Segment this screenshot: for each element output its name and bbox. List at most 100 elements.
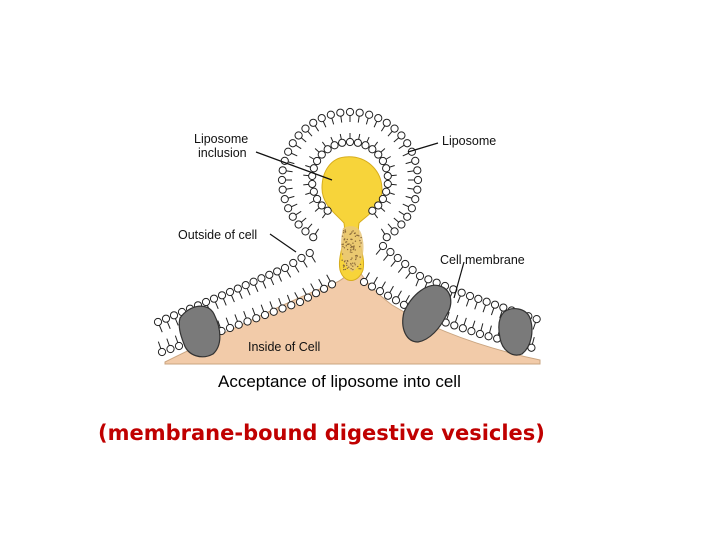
phospholipid-head <box>260 310 270 320</box>
phospholipid-head <box>413 175 423 185</box>
speckle <box>341 243 343 246</box>
phospholipid-head <box>243 317 252 326</box>
speckle <box>345 245 348 247</box>
slide-subcaption: (membrane-bound digestive vesicles) <box>98 421 545 445</box>
phospholipid-head <box>365 110 374 119</box>
speckle <box>346 248 349 251</box>
phospholipid-head <box>424 275 433 284</box>
phospholipid-head <box>303 293 313 302</box>
fusion-pore <box>341 226 364 272</box>
speckle <box>347 243 350 245</box>
phospholipid-head <box>393 253 402 263</box>
speckle <box>346 264 348 267</box>
speckle <box>353 246 355 249</box>
speckle <box>346 238 348 241</box>
phospholipid-head <box>225 287 235 297</box>
phospholipid-head <box>490 300 500 309</box>
phospholipid-head <box>284 147 293 156</box>
phospholipid-head <box>475 329 485 339</box>
phospholipid-head <box>323 145 332 154</box>
phospholipid-head <box>413 166 422 175</box>
phospholipid-head <box>309 233 318 242</box>
diagram-caption: Acceptance of liposome into cell <box>218 372 461 391</box>
phospholipid-head <box>309 118 318 127</box>
phospholipid-head <box>297 253 306 263</box>
phospholipid-head <box>169 311 179 320</box>
phospholipid-head <box>252 314 261 323</box>
speckle <box>341 253 344 255</box>
speckle <box>352 268 354 271</box>
phospholipid-head <box>345 107 355 117</box>
phospholipid-head <box>330 141 339 150</box>
phospholipid-head <box>174 341 184 351</box>
label-liposome-inclusion: Liposome inclusion <box>194 132 252 160</box>
membrane-proteins <box>178 284 533 358</box>
phospholipid-head <box>465 291 475 301</box>
phospholipid-head <box>280 263 290 273</box>
speckle <box>346 243 349 246</box>
phospholipid-head <box>397 131 406 140</box>
leader-line-cell-membrane <box>453 261 465 299</box>
phospholipid-head <box>383 291 393 300</box>
phospholipid-head <box>382 118 391 127</box>
phospholipid-head <box>403 139 412 148</box>
liposome-inclusion-content <box>321 156 383 281</box>
phospholipid-head <box>287 301 296 310</box>
phospholipid-head <box>390 124 399 133</box>
speckle <box>355 254 358 257</box>
phospholipid-head <box>201 297 211 307</box>
phospholipid-head <box>269 307 278 316</box>
speckle <box>350 249 352 251</box>
phospholipid-head <box>407 204 416 213</box>
speckle <box>342 245 344 248</box>
speckle <box>352 242 354 244</box>
phospholipid-head <box>415 271 425 281</box>
phospholipid-head <box>383 179 392 189</box>
speckle <box>359 263 362 266</box>
phospholipid-head <box>336 108 345 117</box>
speckle <box>351 231 353 233</box>
speckle <box>345 262 348 264</box>
phospholipid-head <box>225 323 235 333</box>
speckle <box>354 262 356 264</box>
speckle <box>350 244 352 246</box>
label-liposome: Liposome <box>442 134 496 148</box>
speckle <box>342 243 344 245</box>
phospholipid-head <box>280 195 289 204</box>
phospholipid-head <box>161 314 171 323</box>
phospholipid-head <box>308 179 317 189</box>
speckle <box>359 245 361 248</box>
leader-lines <box>255 142 465 299</box>
phospholipid-head <box>319 284 329 293</box>
phospholipid-head <box>386 247 395 257</box>
phospholipid-head <box>301 124 310 133</box>
phospholipid-head <box>413 185 422 194</box>
speckle <box>352 230 354 232</box>
phospholipid-head <box>368 145 377 154</box>
phospholipid-head <box>305 248 314 258</box>
phospholipid-head <box>345 137 355 147</box>
phospholipid-head <box>234 320 243 329</box>
speckle <box>346 259 349 262</box>
phospholipid-head <box>484 332 493 341</box>
phospholipid-head <box>294 220 303 229</box>
speckle <box>357 234 359 237</box>
phospholipid-head <box>391 296 401 305</box>
speckle <box>341 235 344 237</box>
phospholipid-head <box>309 164 318 173</box>
speckle <box>355 258 357 261</box>
leader-line-liposome-inclusion <box>255 151 333 181</box>
speckle <box>359 256 361 258</box>
phospholipid-head <box>401 259 410 269</box>
speckle <box>344 230 347 233</box>
phospholipid-head <box>382 164 391 173</box>
speckle <box>350 264 352 266</box>
label-inside-of-cell: Inside of Cell <box>248 340 320 354</box>
phospholipid-head <box>378 156 388 166</box>
speckle <box>353 248 355 250</box>
speckle <box>355 257 357 259</box>
speckle <box>351 257 353 259</box>
phospholipid-head <box>375 287 385 296</box>
speckle <box>350 258 352 261</box>
